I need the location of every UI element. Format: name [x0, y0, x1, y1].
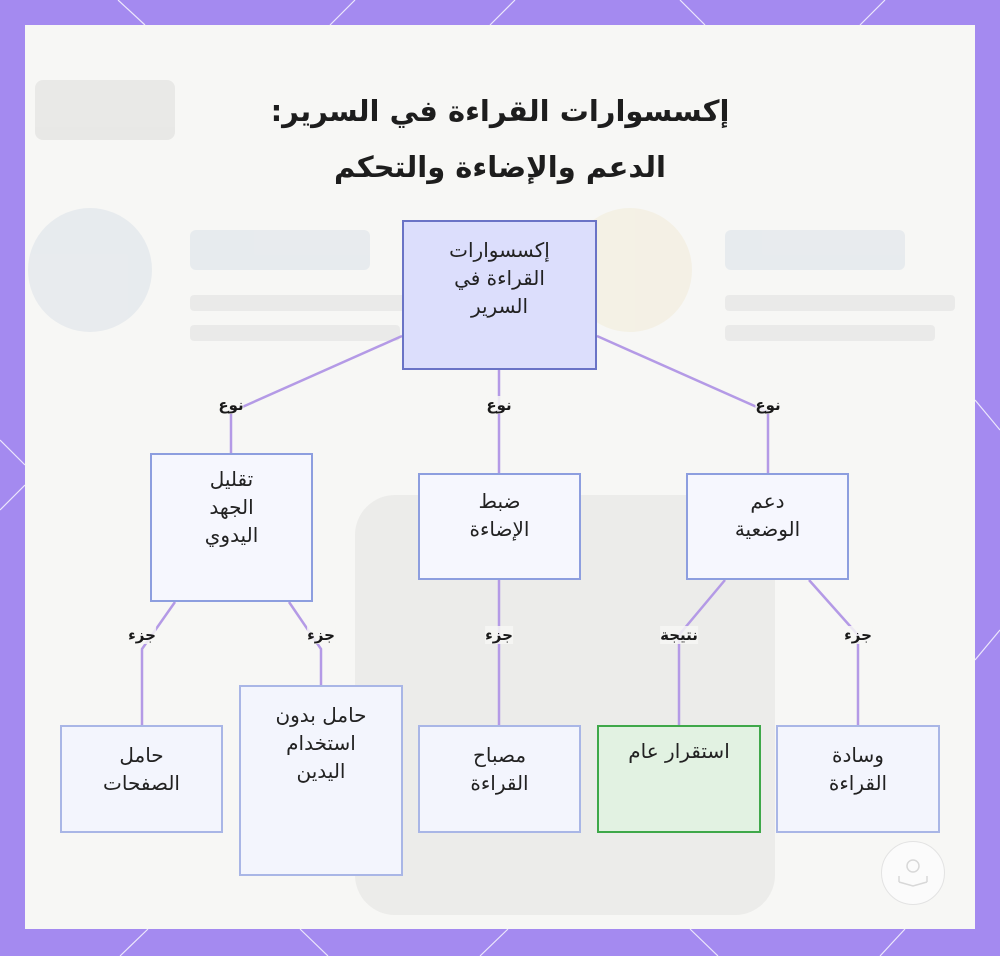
- edge-label-result: نتيجة: [660, 626, 698, 644]
- node-root-label: إكسسوارات القراءة في السرير: [449, 238, 550, 318]
- node-handsfree-holder-label: حامل بدون استخدام اليدين: [275, 703, 367, 783]
- diagram-title: إكسسوارات القراءة في السرير: الدعم والإض…: [25, 83, 975, 195]
- node-page-holder: حامل الصفحات: [60, 725, 223, 833]
- edge-label-part-2: جزء: [307, 626, 335, 644]
- node-reading-lamp-label: مصباح القراءة: [470, 743, 529, 795]
- node-root: إكسسوارات القراءة في السرير: [402, 220, 597, 370]
- node-stability: استقرار عام: [597, 725, 761, 833]
- diagram-card: إكسسوارات القراءة في السرير: الدعم والإض…: [25, 25, 975, 929]
- node-handsfree-holder: حامل بدون استخدام اليدين: [239, 685, 403, 876]
- node-light-control: ضبط الإضاءة: [418, 473, 581, 580]
- node-page-holder-label: حامل الصفحات: [103, 743, 180, 795]
- edge-posture-to-pillow: [808, 579, 860, 725]
- watermark-logo: [881, 841, 945, 905]
- edge-label-part-4: جزء: [844, 626, 872, 644]
- node-reduce-effort: تقليل الجهد اليدوي: [150, 453, 313, 602]
- book-icon: [898, 859, 928, 887]
- title-line-1: إكسسوارات القراءة في السرير:: [270, 94, 730, 128]
- edge-label-type-left: نوع: [218, 396, 244, 414]
- node-reduce-effort-label: تقليل الجهد اليدوي: [204, 467, 259, 547]
- node-stability-label: استقرار عام: [628, 739, 730, 763]
- edge-label-type-right: نوع: [755, 396, 781, 414]
- node-posture-support-label: دعم الوضعية: [734, 489, 801, 541]
- node-reading-pillow: وسادة القراءة: [776, 725, 940, 833]
- node-reading-pillow-label: وسادة القراءة: [828, 743, 888, 795]
- edge-label-type-center: نوع: [486, 396, 512, 414]
- node-posture-support: دعم الوضعية: [686, 473, 849, 580]
- edge-posture-to-stability: [677, 579, 726, 725]
- edge-root-to-reduce-effort: [229, 334, 403, 453]
- title-line-2: الدعم والإضاءة والتحكم: [334, 150, 666, 184]
- edge-label-part-3: جزء: [485, 626, 513, 644]
- edge-reduce-to-page-holder: [140, 601, 177, 725]
- edge-reduce-to-handsfree: [287, 601, 323, 685]
- node-reading-lamp: مصباح القراءة: [418, 725, 581, 833]
- node-light-control-label: ضبط الإضاءة: [469, 489, 530, 541]
- edge-label-part-1: جزء: [128, 626, 156, 644]
- edge-root-to-posture-support: [596, 334, 770, 473]
